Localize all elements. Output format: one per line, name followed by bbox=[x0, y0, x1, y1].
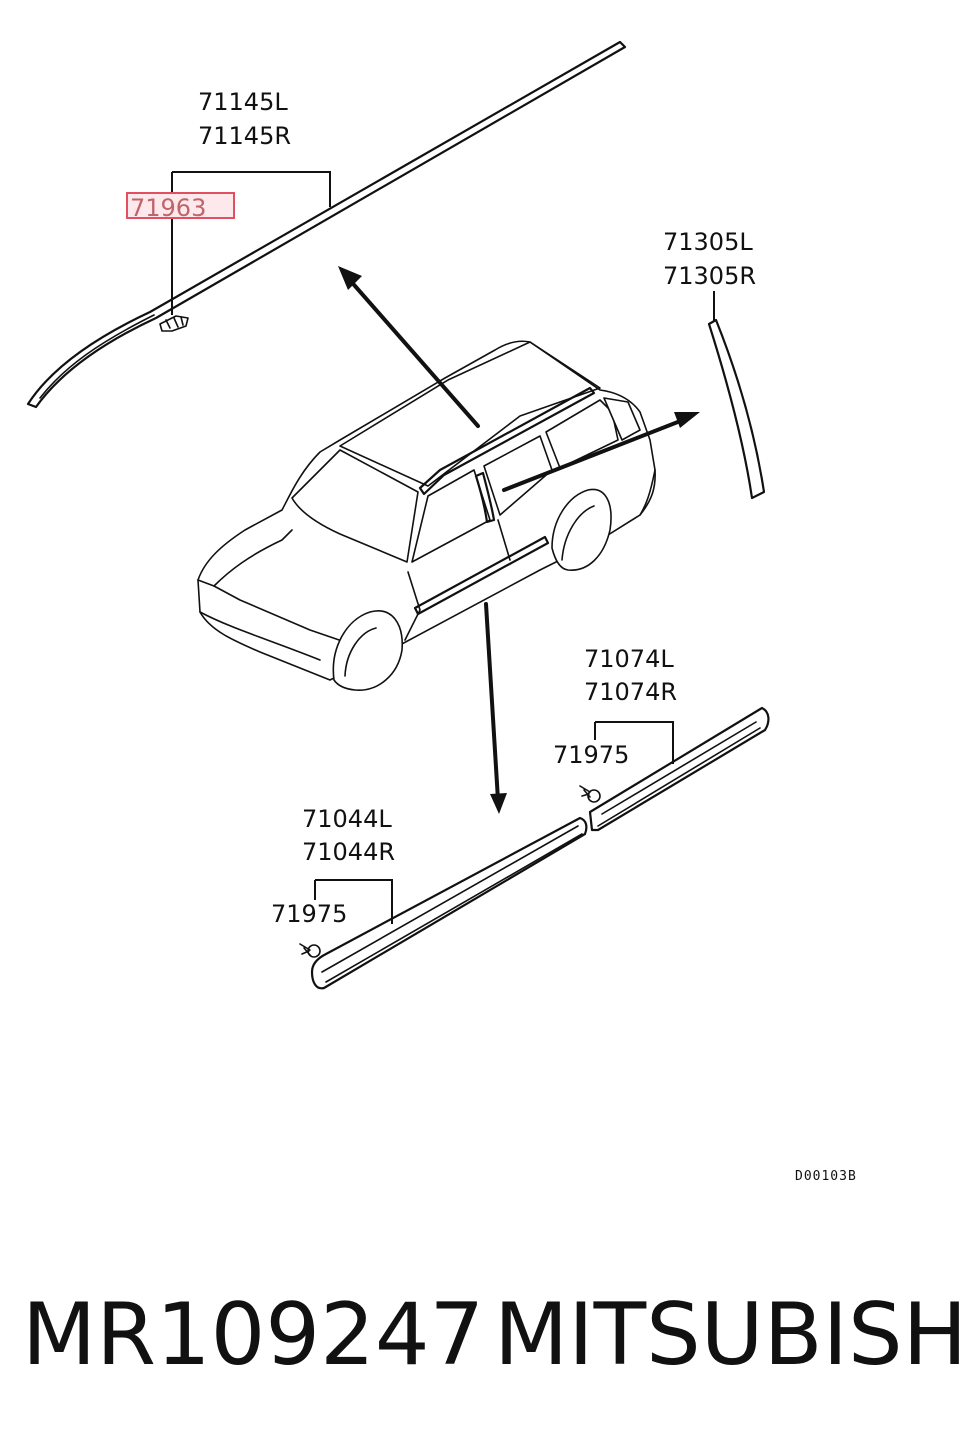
pillar-molding-label-right: 71305R bbox=[663, 262, 756, 290]
roof-clip bbox=[159, 315, 189, 332]
roof-clip-highlight-box bbox=[126, 192, 235, 219]
rear-door-molding-leader bbox=[594, 721, 674, 764]
side-pointer-arrow bbox=[484, 602, 507, 814]
rear-door-molding bbox=[588, 706, 770, 832]
roof-molding bbox=[26, 40, 627, 409]
drawing-code: D00103B bbox=[795, 1169, 857, 1184]
pillar-molding bbox=[707, 318, 766, 500]
front-door-clip-label: 71975 bbox=[271, 900, 347, 928]
front-door-molding-leader bbox=[314, 879, 393, 924]
rear-door-clip-label: 71975 bbox=[553, 741, 629, 769]
part-number: MR109247 bbox=[22, 1285, 485, 1385]
pillar-molding-label-left: 71305L bbox=[663, 228, 753, 256]
roof-molding-label-right: 71145R bbox=[198, 122, 291, 150]
vehicle-outline bbox=[197, 340, 656, 691]
rear-door-clip bbox=[579, 785, 601, 803]
front-door-clip bbox=[299, 943, 321, 958]
part-footer: MR109247 MITSUBISHI bbox=[0, 1290, 960, 1380]
front-door-molding-label-left: 71044L bbox=[302, 805, 392, 833]
front-door-molding-label-right: 71044R bbox=[302, 838, 395, 866]
roof-molding-label-left: 71145L bbox=[198, 88, 288, 116]
roof-molding-leader bbox=[171, 171, 331, 207]
rear-door-molding-label-right: 71074R bbox=[584, 678, 677, 706]
brand-name: MITSUBISHI bbox=[494, 1285, 960, 1385]
rear-door-molding-label-left: 71074L bbox=[584, 645, 674, 673]
roof-clip-label: 71963 bbox=[130, 194, 206, 222]
roof-pointer-arrow bbox=[338, 266, 480, 428]
front-door-molding bbox=[310, 816, 588, 990]
pillar-pointer-arrow bbox=[502, 412, 700, 492]
